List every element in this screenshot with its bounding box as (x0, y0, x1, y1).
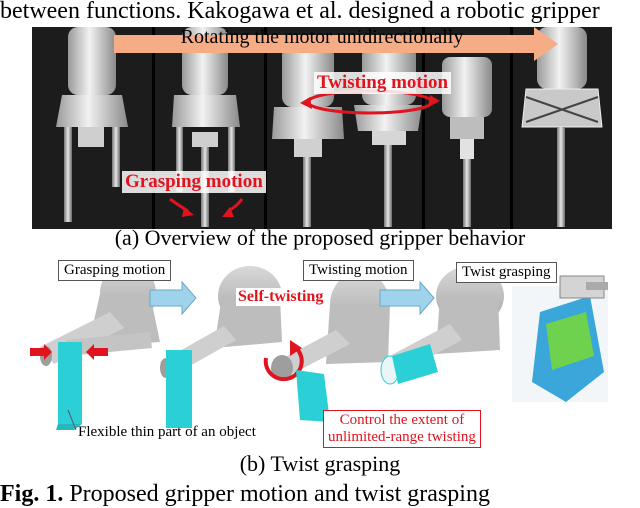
gripper-photo-sequence: Rotating the motor unidirectionally Twis… (32, 27, 612, 229)
diagram-gripper-3 (263, 272, 390, 422)
gripper-stage-6 (521, 27, 603, 227)
rotating-motor-label: Rotating the motor unidirectionally (180, 27, 464, 48)
gripper-stage-1 (56, 27, 128, 222)
twist-grasp-pouch-photo (512, 275, 608, 402)
figure-caption-text: Proposed gripper motion and twist graspi… (63, 481, 490, 507)
diagram-gripper-1 (30, 262, 160, 431)
control-line-1: Control the extent of (339, 412, 465, 428)
diagram-gripper-4 (380, 266, 504, 385)
rotating-motor-arrow (114, 27, 558, 61)
grasping-motion-label: Grasping motion (122, 171, 266, 193)
twisting-motion-box: Twisting motion (303, 260, 414, 281)
control-line-2: unlimited-range twisting (328, 429, 476, 445)
twisting-motion-label: Twisting motion (314, 72, 452, 94)
body-text-line: between functions. Kakogawa et al. desig… (0, 0, 600, 24)
control-extent-box: Control the extent of unlimited-range tw… (323, 410, 481, 448)
figure-label: Fig. 1. (0, 481, 64, 507)
grasping-motion-box: Grasping motion (58, 260, 172, 281)
flexible-part-label: Flexible thin part of an object (78, 424, 256, 440)
twist-grasping-box: Twist grasping (456, 262, 557, 283)
caption-a: (a) Overview of the proposed gripper beh… (114, 225, 526, 250)
diagram-gripper-2 (160, 266, 282, 428)
gripper-stage-5 (442, 57, 492, 227)
figure-caption: Fig. 1. Proposed gripper motion and twis… (0, 481, 490, 507)
gripper-stage-2 (172, 27, 240, 227)
twist-grasping-diagram: Grasping motion Twisting motion Twist gr… (0, 252, 640, 452)
self-twisting-label: Self-twisting (236, 288, 326, 306)
caption-b: (b) Twist grasping (239, 451, 401, 476)
